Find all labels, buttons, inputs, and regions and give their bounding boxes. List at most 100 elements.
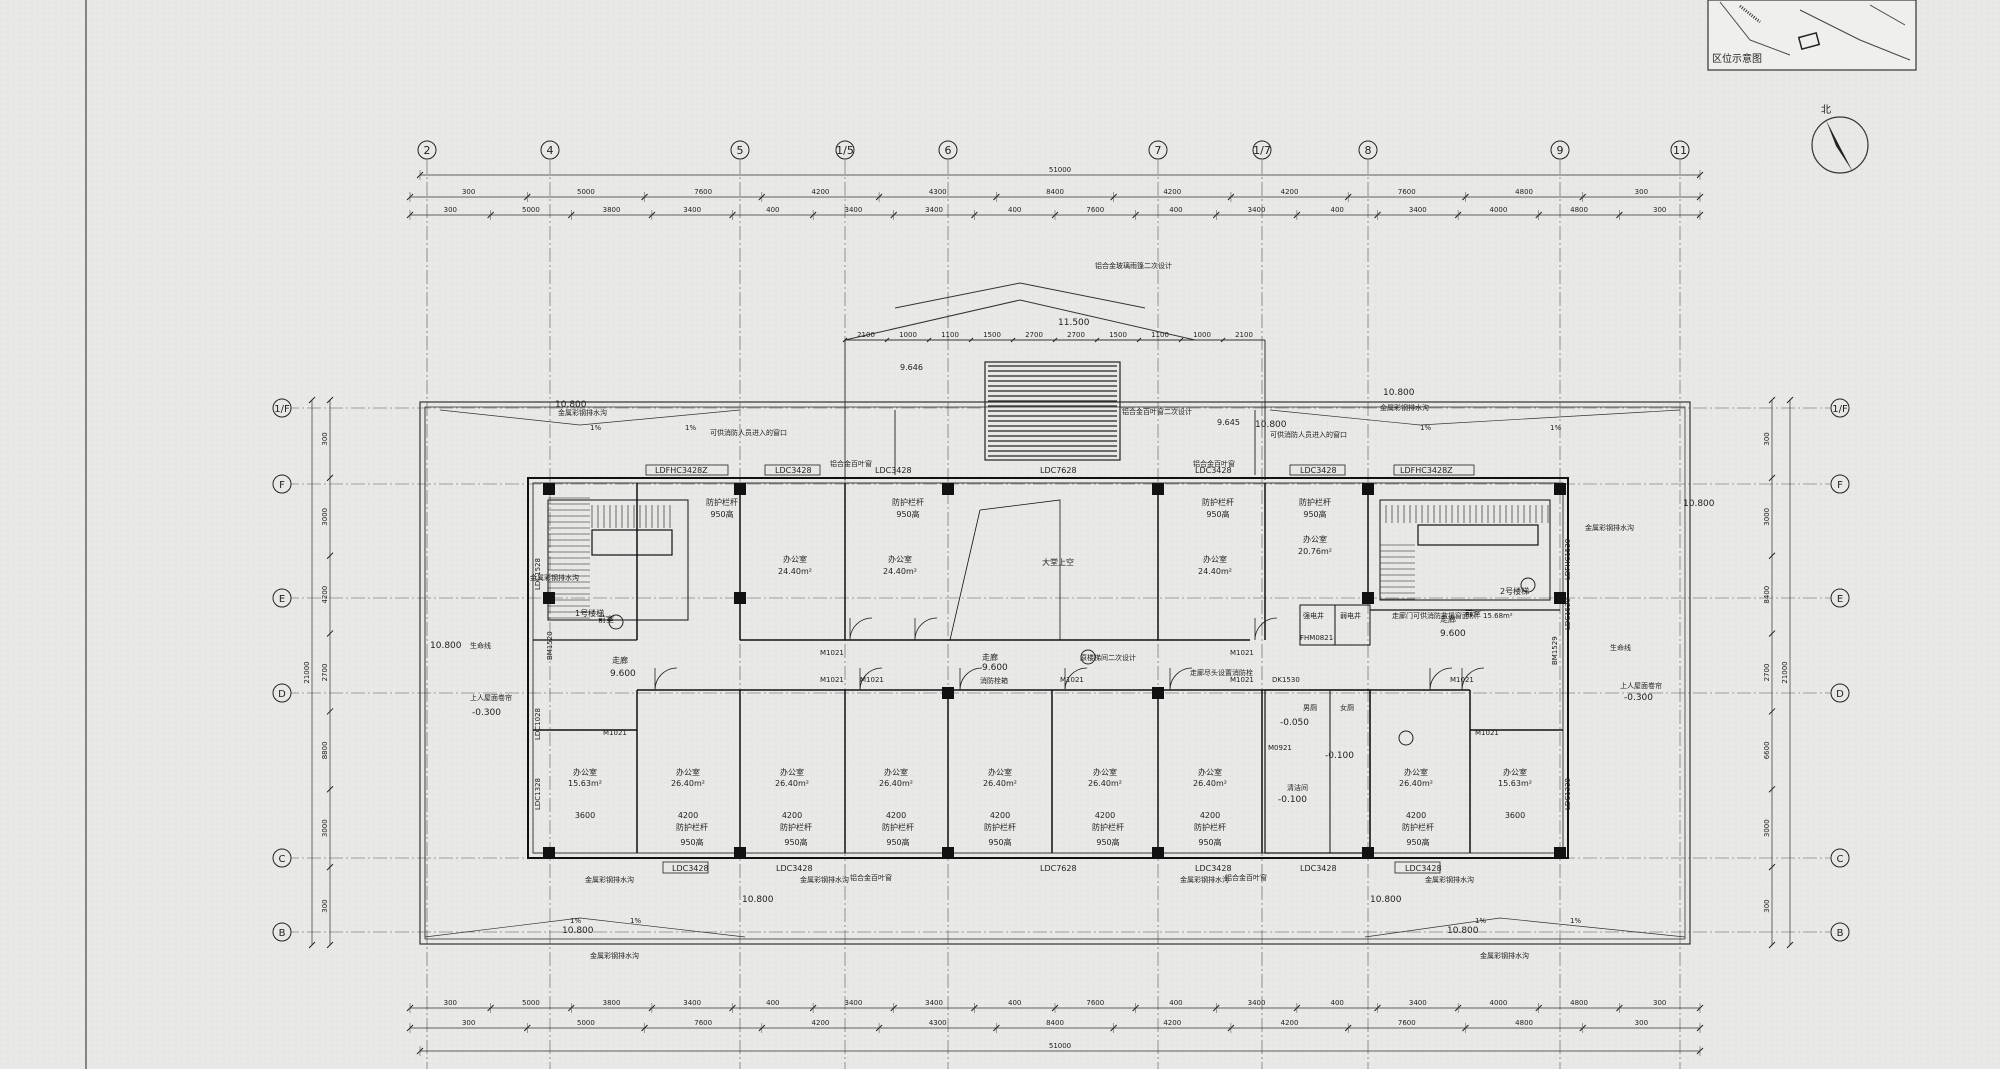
column [734,592,746,604]
dim-right-inner-tick [1768,552,1776,560]
room-bottom-area: 26.40m² [983,779,1017,788]
dim-top-1-value: 4200 [1163,188,1181,196]
canopy-dim-value: 1100 [941,331,959,339]
door-code-side: LDC1328 [1564,778,1572,810]
downpipe-elev: 10.800 [742,895,774,905]
slope-top-left-2: 1% [685,424,696,432]
door-swing [1064,667,1088,691]
rescue-note-left: 可供消防人员进入的窗口 [710,428,787,437]
dim-bottom-1-value: 400 [766,999,779,1007]
room-top-5-name: 办公室 [1303,534,1327,544]
dim-top-1-value: 4200 [1281,188,1299,196]
gutter-bottom-mid-2: 金属彩钢排水沟 [1180,875,1229,884]
bottom-elev-left: 10.800 [562,926,594,936]
dim-overall-top-value: 51000 [1049,166,1071,174]
room-top-5-area: 20.76m² [1298,547,1332,556]
downpipe-elev-2: 10.800 [1370,895,1402,905]
canopy-dim-tick [1178,337,1184,343]
column [734,483,746,495]
axis-label-left: E [279,594,285,605]
room-bottom-width: 4200 [678,811,698,820]
corridor-label-left: 走廊 [612,655,628,665]
room-bottom-name: 办公室 [1503,767,1527,777]
room-bottom-area: 15.63m² [568,779,602,788]
janitor: 清洁间 [1287,783,1308,792]
room-bottom-width: 4200 [1095,811,1115,820]
window-bottom-2: LDC3428 [776,864,813,873]
railing-bottom-h: 950高 [1198,837,1221,847]
window-bottom-1: LDC3428 [672,864,709,873]
axis-bubble-right [1830,848,1850,868]
axis-bubble-right [1830,922,1850,942]
axis-label-top: 11 [1673,144,1687,157]
room-top-4-area: 24.40m² [1198,567,1232,576]
dim-bottom-2-value: 4800 [1515,1019,1533,1027]
refuge-note: 走廊门可供消防救援窗面积：15.68m² [1392,611,1513,620]
axis-label-right: E [1837,594,1843,605]
column [1362,847,1374,859]
railing-bottom: 防护栏杆 [1194,822,1226,832]
railing-bottom-h: 950高 [1096,837,1119,847]
column [1554,483,1566,495]
drain-note-right: 金属彩钢排水沟 [1380,403,1429,412]
dim-right-inner-tick [1768,630,1776,637]
canopy-dim-value: 1500 [1109,331,1127,339]
canopy-dim-tick [884,337,890,343]
room-bottom-width: 3600 [575,811,595,820]
window-top-7: LDFHC3428Z [1400,466,1453,475]
dim-bottom-2-value: 4300 [929,1019,947,1027]
dim-left-inner-value: 300 [321,432,329,445]
gutter-bottom-left: 金属彩钢排水沟 [585,875,634,884]
canopy-dim-tick [1094,337,1100,343]
room-bottom-area: 26.40m² [775,779,809,788]
corridor-elev-mid: 9.600 [982,663,1008,673]
shutter-top: 铝合金百叶窗 [830,459,872,468]
axis-label-top: 1/7 [1253,144,1271,157]
window-bottom-4: LDC3428 [1195,864,1232,873]
axis-bubble-right [1830,398,1850,418]
canopy-dim-tick [842,337,848,343]
axis-label-left: F [279,480,285,491]
slope-right: 1% [1475,917,1486,925]
door-code-dk: DK1530 [1272,676,1300,684]
door-swing [1461,667,1485,691]
shutter-bottom-2: 铝合金百叶窗 [1225,873,1267,882]
dim-right-outer-tick [1786,941,1794,949]
dim-bottom-2-value: 4200 [1281,1019,1299,1027]
dim-top-1-value: 4300 [929,188,947,196]
dim-overall-bottom-value: 51000 [1049,1042,1071,1050]
axis-bubble [540,140,560,160]
toilet-f: 女厕 [1340,703,1354,712]
dim-right-inner-value: 300 [1763,899,1771,912]
room-bottom-width: 4200 [1406,811,1426,820]
dim-right-inner-value: 3000 [1763,819,1771,837]
axis-label-top: 6 [945,144,952,157]
axis-bubble-left [272,848,292,868]
axis-label-top: 9 [1557,144,1564,157]
toilet-m: 男厕 [1303,704,1317,712]
dim-right-inner-value: 2700 [1763,664,1771,682]
dim-left-outer-tick [308,396,316,404]
canopy-dim-value: 1000 [899,331,917,339]
dim-top-2-value: 3400 [683,206,701,214]
room-bottom-area: 26.40m² [879,779,913,788]
dim-left-inner-tick [326,708,334,715]
door-code-side: BM1520 [546,631,554,660]
dim-top-2-value: 400 [1008,206,1021,214]
railing-bottom: 防护栏杆 [984,822,1016,832]
top-rooms: 办公室 24.40m² 办公室 24.40m² 大堂上空 办公室 24.40m²… [706,497,1332,576]
dim-left-inner-value: 8800 [321,741,329,759]
axis-bubble-left [272,683,292,703]
canopy-dim-value: 1500 [983,331,1001,339]
key-plan: 区位示意图 [1707,0,1917,71]
axis-label-right: B [1837,928,1844,939]
annotations: 走廊 9.600 走廊 9.600 走廊 9.600 前室 前室 1号楼梯 2号… [430,388,1715,960]
door-code-m0921: M0921 [1268,744,1292,752]
dim-bottom-1-value: 300 [444,999,457,1007]
fire-note: 原楼梯间二次设计 [1080,653,1136,662]
room-bottom-name: 办公室 [573,767,597,777]
railing-bottom: 防护栏杆 [676,822,708,832]
room-bottom-area: 26.40m² [1399,779,1433,788]
dim-top-2-value: 3400 [845,206,863,214]
